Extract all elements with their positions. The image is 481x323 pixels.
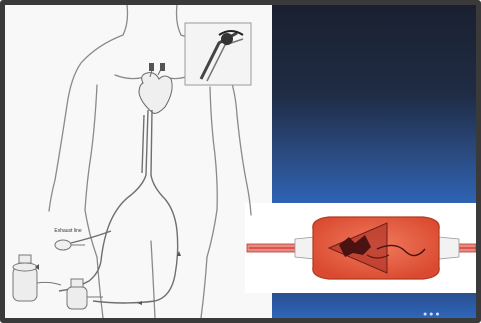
- right-panel-bottom: [272, 293, 476, 318]
- stage: ● ● ●: [5, 5, 476, 318]
- bottom-watermark-glyphs: ● ● ●: [423, 311, 440, 318]
- inset-detail-box: [185, 23, 251, 85]
- right-panel-dark: [272, 5, 476, 203]
- exhaust-line-label: Exhaust line: [53, 229, 83, 234]
- diagram-canvas: ● ● ●: [5, 5, 476, 318]
